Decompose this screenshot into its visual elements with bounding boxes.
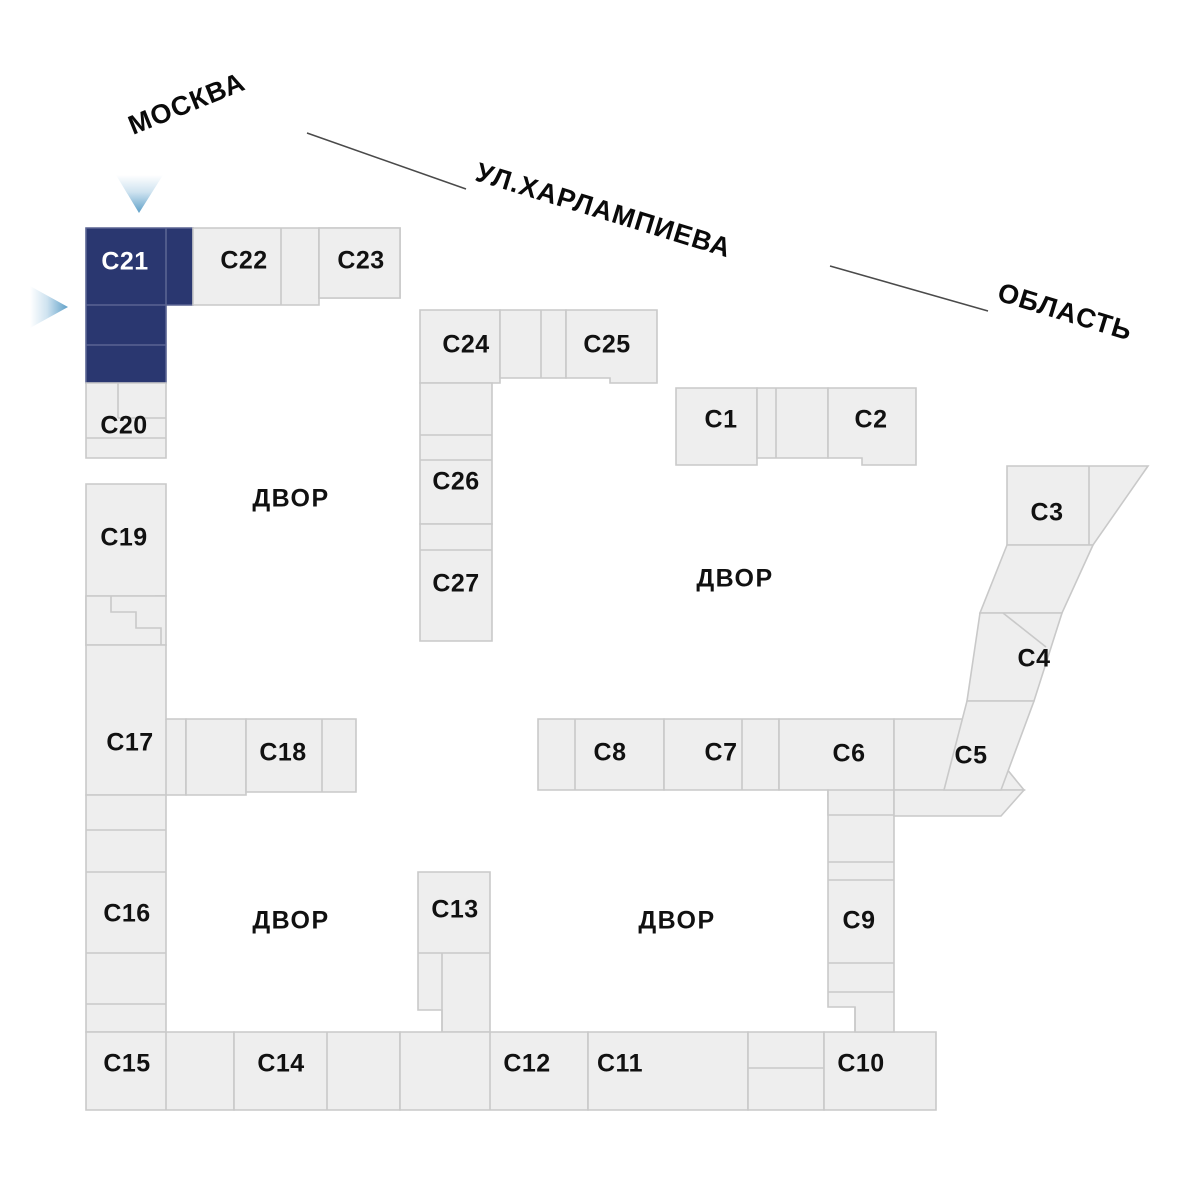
block-label-C2[interactable]: C2 xyxy=(855,406,888,434)
block-label-C5[interactable]: C5 xyxy=(955,742,988,770)
leader-line-oblast xyxy=(829,265,989,312)
block-group-C5-notch[interactable] xyxy=(893,789,1026,817)
block-label-C7[interactable]: C7 xyxy=(705,739,738,767)
street-label-harlampieva: УЛ.ХАРЛАМПИЕВА xyxy=(472,157,735,263)
block-group-C9[interactable] xyxy=(827,794,895,1033)
street-label-oblast: ОБЛАСТЬ xyxy=(994,277,1136,346)
block-group-C1[interactable] xyxy=(675,387,758,466)
block-label-C17[interactable]: C17 xyxy=(106,729,153,757)
block-label-C9[interactable]: C9 xyxy=(843,907,876,935)
block-shape-C24-gap[interactable] xyxy=(499,309,567,379)
block-group-C24[interactable] xyxy=(419,309,501,384)
leader-line-moskva xyxy=(306,132,467,190)
block-label-C20[interactable]: C20 xyxy=(100,412,147,440)
block-shape-C18[interactable] xyxy=(185,718,247,796)
block-group-C22[interactable] xyxy=(192,227,320,306)
block-group-C24-gap[interactable] xyxy=(499,309,567,379)
block-label-C25[interactable]: C25 xyxy=(583,331,630,359)
block-label-C22[interactable]: C22 xyxy=(220,247,267,275)
block-label-C12[interactable]: C12 xyxy=(503,1050,550,1078)
block-group-C26[interactable] xyxy=(419,382,493,525)
block-shape-C4-lower[interactable] xyxy=(942,700,1036,791)
direction-markers xyxy=(30,175,163,328)
block-shape-C24[interactable] xyxy=(419,309,501,384)
street-label-moskva: МОСКВА xyxy=(124,67,249,141)
block-group-C17[interactable] xyxy=(85,644,187,796)
block-label-C18[interactable]: C18 xyxy=(259,739,306,767)
block-group-C6-tail[interactable] xyxy=(827,789,895,816)
yard-labels: ДВОР ДВОР ДВОР ДВОР xyxy=(252,485,773,935)
block-label-C27[interactable]: C27 xyxy=(432,570,479,598)
block-group-C18[interactable] xyxy=(185,718,247,796)
block-label-C1[interactable]: C1 xyxy=(705,406,738,434)
block-shape-C3-lower[interactable] xyxy=(978,544,1095,614)
block-shape-C27[interactable] xyxy=(419,523,493,642)
yard-label-yard-nw: ДВОР xyxy=(252,485,329,513)
block-divider-C4-a xyxy=(1002,612,1047,648)
block-group-C18-main[interactable] xyxy=(245,718,357,793)
block-shape-C22[interactable] xyxy=(192,227,320,306)
block-label-C11[interactable]: C11 xyxy=(597,1050,643,1078)
street-leader-lines xyxy=(306,132,989,312)
block-group-C1-gap[interactable] xyxy=(756,387,829,459)
block-group-C11-ext[interactable] xyxy=(747,1031,825,1111)
block-shape-C1-gap[interactable] xyxy=(756,387,829,459)
block-label-C10[interactable]: C10 xyxy=(837,1050,884,1078)
arrow-down-icon xyxy=(116,175,163,213)
block-label-C19[interactable]: C19 xyxy=(100,524,147,552)
block-label-C26[interactable]: C26 xyxy=(432,468,479,496)
yard-label-yard-se: ДВОР xyxy=(638,907,715,935)
block-label-C21[interactable]: C21 xyxy=(101,248,148,276)
block-group-C23-ext[interactable] xyxy=(318,227,401,299)
block-shape-C10[interactable] xyxy=(823,1031,937,1111)
block-group-C20[interactable] xyxy=(85,382,167,459)
block-group-C12[interactable] xyxy=(399,1031,589,1111)
block-label-C3[interactable]: C3 xyxy=(1031,499,1064,527)
block-shape-C25[interactable] xyxy=(565,309,658,384)
block-shape-C17[interactable] xyxy=(85,644,187,796)
block-shape-C19-lower[interactable] xyxy=(85,595,167,646)
block-label-C14[interactable]: C14 xyxy=(257,1050,304,1078)
block-shape-C23-ext[interactable] xyxy=(318,227,401,299)
yard-label-yard-sw: ДВОР xyxy=(252,907,329,935)
block-label-C8[interactable]: C8 xyxy=(594,739,627,767)
block-shape-C3[interactable] xyxy=(1006,465,1150,546)
block-label-C4[interactable]: C4 xyxy=(1018,645,1051,673)
arrow-right-icon xyxy=(30,286,68,328)
block-label-C13[interactable]: C13 xyxy=(431,896,478,924)
block-label-C24[interactable]: C24 xyxy=(442,331,489,359)
block-group-C4-lower[interactable] xyxy=(942,700,1036,791)
block-label-C6[interactable]: C6 xyxy=(833,740,866,768)
block-group-C19-lower[interactable] xyxy=(85,595,167,646)
block-group-C3[interactable] xyxy=(1006,465,1150,546)
block-label-C16[interactable]: C16 xyxy=(103,900,150,928)
block-group-C10[interactable] xyxy=(823,1031,937,1111)
block-group-C25[interactable] xyxy=(565,309,658,384)
block-group-C3-lower[interactable] xyxy=(978,544,1095,614)
block-shape-C11-ext[interactable] xyxy=(747,1031,825,1111)
block-group-C27[interactable] xyxy=(419,523,493,642)
block-shape-C18-main[interactable] xyxy=(245,718,357,793)
block-divider-C19-step xyxy=(110,596,162,645)
block-shape-C5-notch[interactable] xyxy=(893,789,1026,817)
yard-label-yard-ne: ДВОР xyxy=(696,565,773,593)
block-shape-C1[interactable] xyxy=(675,387,758,466)
block-group-C2[interactable] xyxy=(827,387,917,466)
block-shape-C2[interactable] xyxy=(827,387,917,466)
block-label-C23[interactable]: C23 xyxy=(337,247,384,275)
block-label-C15[interactable]: C15 xyxy=(103,1050,150,1078)
block-shape-C12[interactable] xyxy=(399,1031,589,1111)
block-shape-C6-tail[interactable] xyxy=(827,789,895,816)
block-shape-C26[interactable] xyxy=(419,382,493,525)
